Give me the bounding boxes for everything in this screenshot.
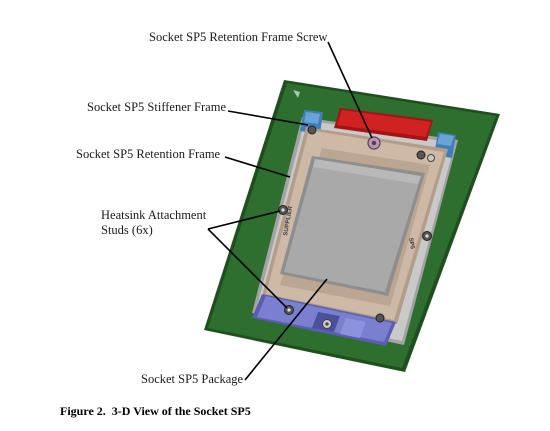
callout-heatsink-studs-line2: Studs (6x) [101, 223, 153, 237]
leader-stiffener-frame [227, 110, 309, 126]
frame-screw [322, 319, 332, 329]
callout-heatsink-studs-line1: Heatsink Attachment [101, 208, 207, 222]
leader-retention-frame [224, 156, 291, 178]
heatsink-stud [422, 231, 432, 241]
leader-heatsink-stud-lower [207, 228, 288, 309]
red-latch-bar [334, 108, 433, 141]
leader-lines [207, 41, 373, 381]
leader-retention-frame-screw [327, 41, 373, 139]
callout-retention-frame-screw: Socket SP5 Retention Frame Screw [149, 30, 327, 44]
frame-screw [427, 154, 435, 162]
callout-stiffener-frame: Socket SP5 Stiffener Frame [87, 100, 226, 114]
callout-retention-frame: Socket SP5 Retention Frame [76, 147, 221, 161]
heatsink-stud [307, 125, 317, 135]
heatsink-stud [278, 205, 288, 215]
side-stamp-label: SP5 [407, 237, 415, 250]
leader-package [244, 278, 328, 381]
heatsink-stud [416, 150, 426, 160]
leader-heatsink-stud-upper [207, 210, 281, 230]
cpu-package [280, 156, 425, 296]
heatsink-stud [375, 313, 385, 323]
frame-stamp-label: SUPPLIER [283, 205, 294, 236]
retention-frame-screw [367, 136, 381, 150]
figure-caption: Figure 2. 3-D View of the Socket SP5 [60, 404, 251, 418]
callout-package: Socket SP5 Package [141, 372, 244, 386]
